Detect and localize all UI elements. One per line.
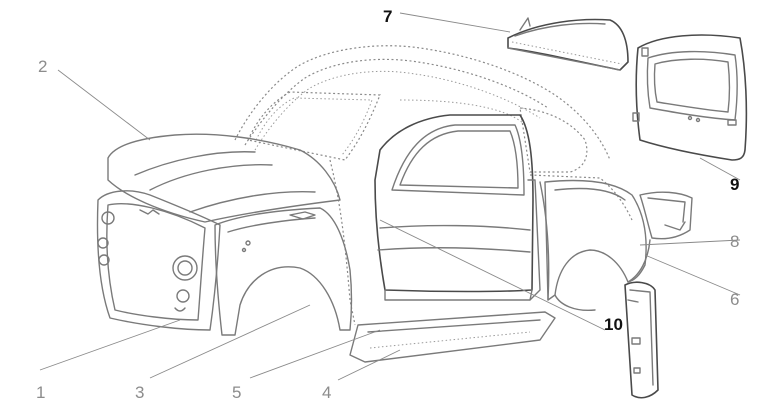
rear-corner-panel — [639, 191, 693, 240]
label-2: 2 — [38, 57, 47, 76]
b-pillar-reinforcement — [624, 281, 659, 399]
front-panel — [96, 190, 221, 331]
rocker-sill — [349, 311, 556, 363]
front-fender — [214, 207, 353, 336]
front-hood — [107, 133, 341, 223]
door-panel — [374, 114, 534, 301]
label-8: 8 — [730, 232, 739, 251]
part-labels: 1 2 3 4 5 6 7 8 9 10 — [36, 7, 739, 402]
label-1: 1 — [36, 383, 45, 402]
leader-lines — [39, 12, 741, 381]
label-5: 5 — [232, 383, 241, 402]
door-frame-seal — [527, 179, 550, 301]
car-body-shell — [234, 45, 633, 326]
label-10: 10 — [604, 315, 623, 334]
engine-lid — [632, 34, 748, 161]
label-9: 9 — [730, 175, 739, 194]
cowl-panel — [507, 17, 629, 71]
label-4: 4 — [322, 383, 331, 402]
label-6: 6 — [730, 290, 739, 309]
label-3: 3 — [135, 383, 144, 402]
label-7: 7 — [383, 7, 392, 26]
